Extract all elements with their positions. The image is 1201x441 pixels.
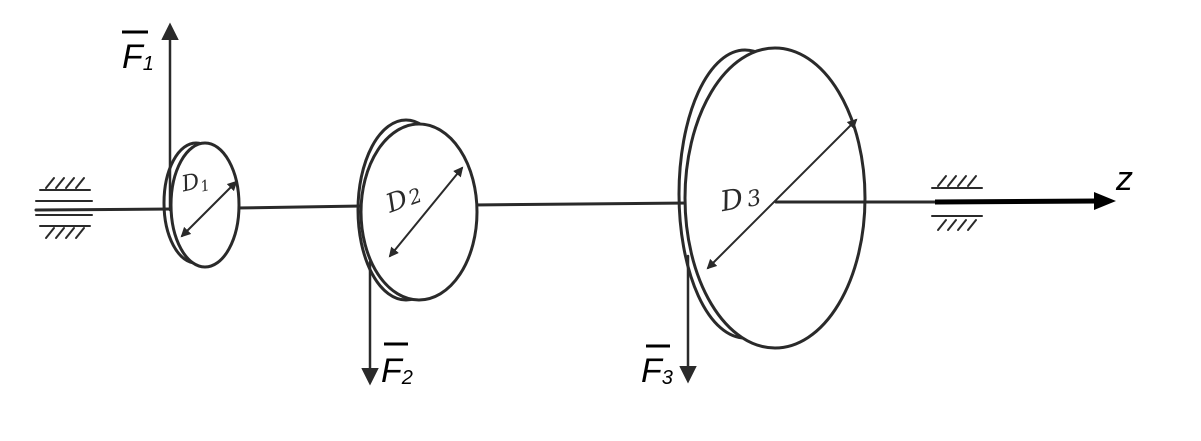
disk-3-diameter [706, 118, 858, 270]
z-axis-line [934, 198, 1099, 205]
force-1-label: F1 [122, 38, 154, 76]
force-1-letter: F [122, 38, 145, 76]
force-2-label: F2 [381, 352, 413, 390]
force-3-subscript: 3 [662, 367, 673, 389]
shaft [34, 200, 937, 212]
z-axis: z [934, 160, 1133, 210]
force-2-subscript: 2 [401, 367, 413, 389]
disk-1-front-face [169, 141, 241, 269]
disk-2-diameter [388, 166, 464, 258]
disk-2 [356, 118, 479, 302]
force-3-letter: F [641, 352, 664, 390]
z-axis-label: z [1115, 160, 1133, 198]
disk-3-letter: D [717, 182, 746, 219]
force-2: F2 [361, 260, 413, 390]
force-3: F3 [641, 254, 697, 390]
shaft-segment-3 [470, 201, 692, 207]
left-bearing [35, 177, 93, 239]
shaft-segment-2 [234, 204, 364, 210]
right-bearing [931, 175, 983, 231]
force-3-label: F3 [641, 352, 673, 390]
disk-3-subscript: 3 [745, 186, 763, 213]
left-bearing-top-hatch [39, 177, 91, 191]
force-1: F1 [122, 22, 179, 212]
disk-1-diameter [180, 180, 238, 238]
shaft-segment-1 [34, 207, 174, 212]
left-bearing-bottom-hatch [39, 225, 91, 239]
disk-2-front-face [359, 122, 479, 302]
disk-1-subscript: 1 [199, 176, 212, 196]
z-axis-arrowhead [1094, 192, 1116, 210]
disk-1-letter: D [178, 169, 202, 197]
disk-3-label: D3 [717, 179, 764, 219]
right-bearing-top-hatch [931, 175, 983, 189]
right-bearing-bottom-hatch [931, 215, 983, 231]
disk-1-label: D1 [178, 167, 211, 199]
disk-1 [162, 141, 241, 269]
disk-3 [677, 46, 867, 350]
force-2-letter: F [381, 352, 404, 390]
force-1-subscript: 1 [143, 53, 154, 75]
disk-3-front-face [683, 46, 867, 350]
